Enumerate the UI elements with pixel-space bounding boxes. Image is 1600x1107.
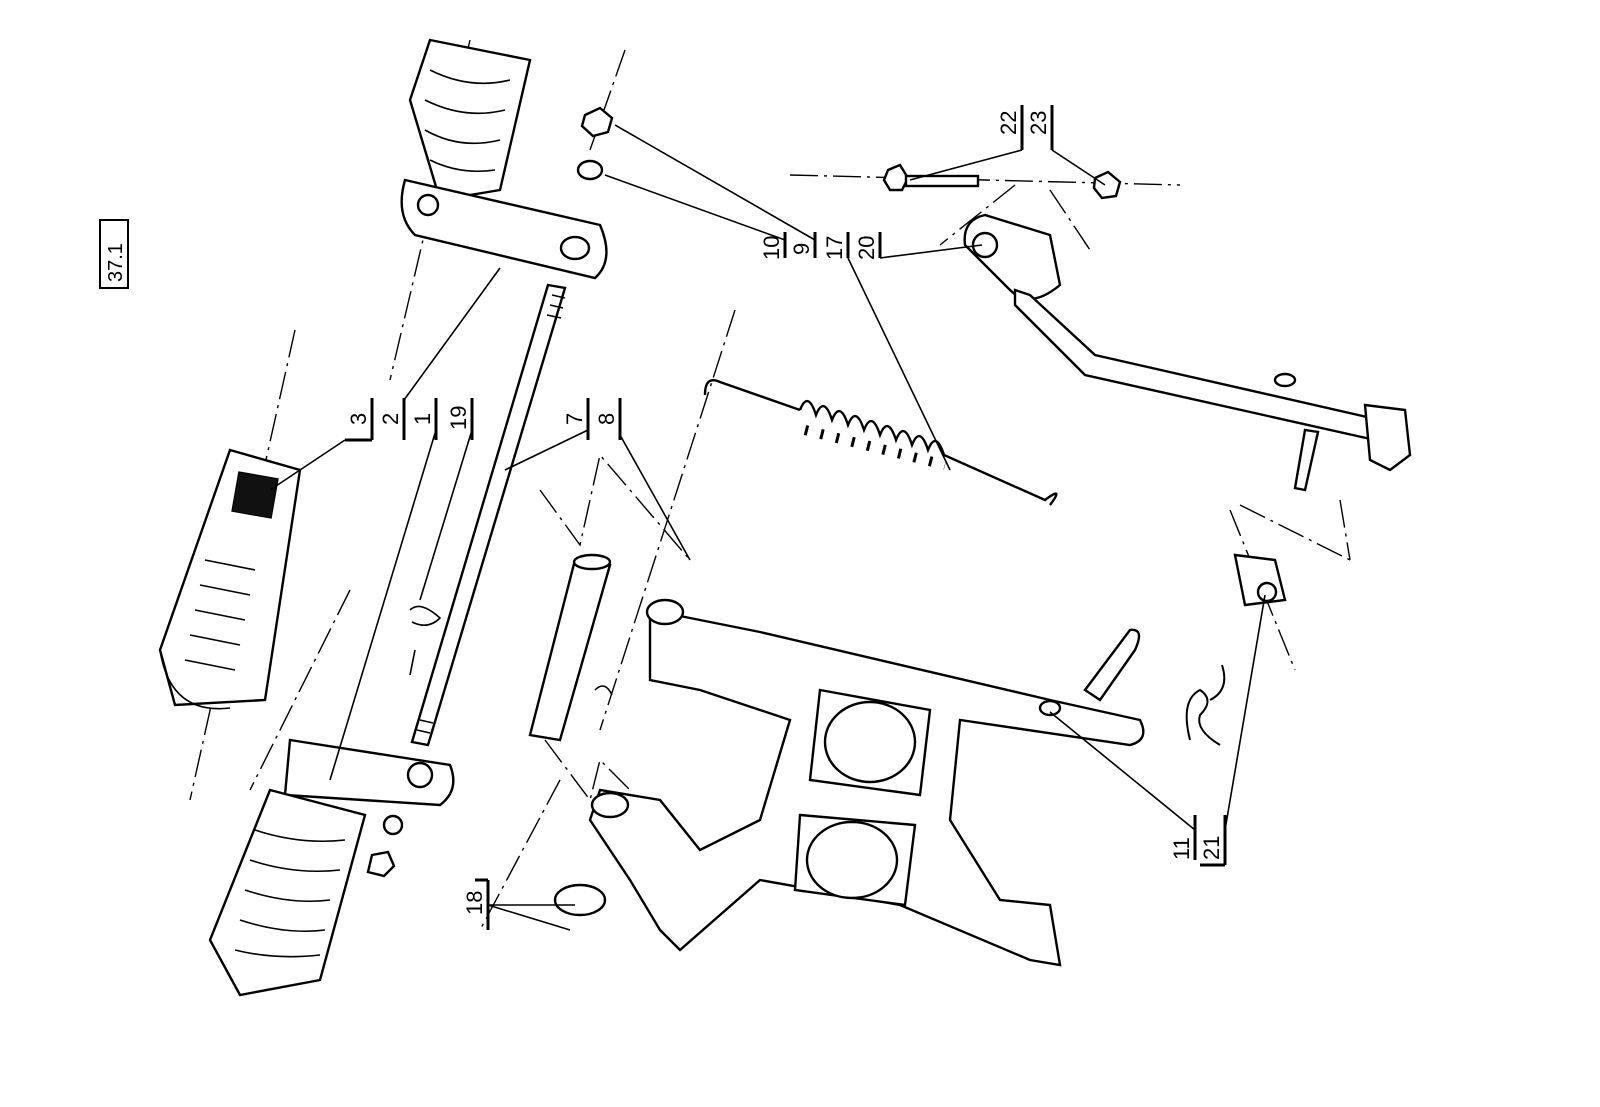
clip-pin xyxy=(409,605,613,696)
callout-22: 22 xyxy=(996,111,1021,135)
callout-18: 18 xyxy=(462,891,487,915)
return-spring xyxy=(703,378,1058,506)
footpeg-bottom xyxy=(208,738,455,997)
nut-washer-top xyxy=(576,106,614,181)
leader-lines xyxy=(269,105,1266,931)
nut xyxy=(1092,170,1122,200)
callout-8: 8 xyxy=(594,413,619,425)
side-stand xyxy=(963,213,1412,492)
callout-10: 10 xyxy=(759,236,784,260)
figure-id: 37.1 xyxy=(105,243,127,282)
callout-23: 23 xyxy=(1026,111,1051,135)
figure-id-box: 37.1 xyxy=(99,219,129,289)
callout-17: 17 xyxy=(822,236,847,260)
center-stand xyxy=(553,598,1145,967)
threaded-rod xyxy=(410,283,567,747)
artist-signature xyxy=(1185,664,1226,746)
callout-3: 3 xyxy=(346,413,371,425)
callout-labels: 3 2 1 19 7 8 10 9 17 20 22 23 11 21 18 xyxy=(346,111,1224,915)
callout-11: 11 xyxy=(1169,837,1194,860)
bushing xyxy=(1233,553,1287,607)
footpeg-top xyxy=(400,38,608,280)
callout-20: 20 xyxy=(854,236,879,260)
footpeg-rubber-left xyxy=(158,448,302,710)
callout-9: 9 xyxy=(789,243,814,255)
callout-1: 1 xyxy=(410,413,435,425)
callout-7: 7 xyxy=(562,413,587,425)
callout-19: 19 xyxy=(446,406,471,430)
bolt xyxy=(882,163,980,192)
spacer-tube xyxy=(528,553,612,742)
callout-21: 21 xyxy=(1199,836,1224,860)
callout-2: 2 xyxy=(378,413,403,425)
